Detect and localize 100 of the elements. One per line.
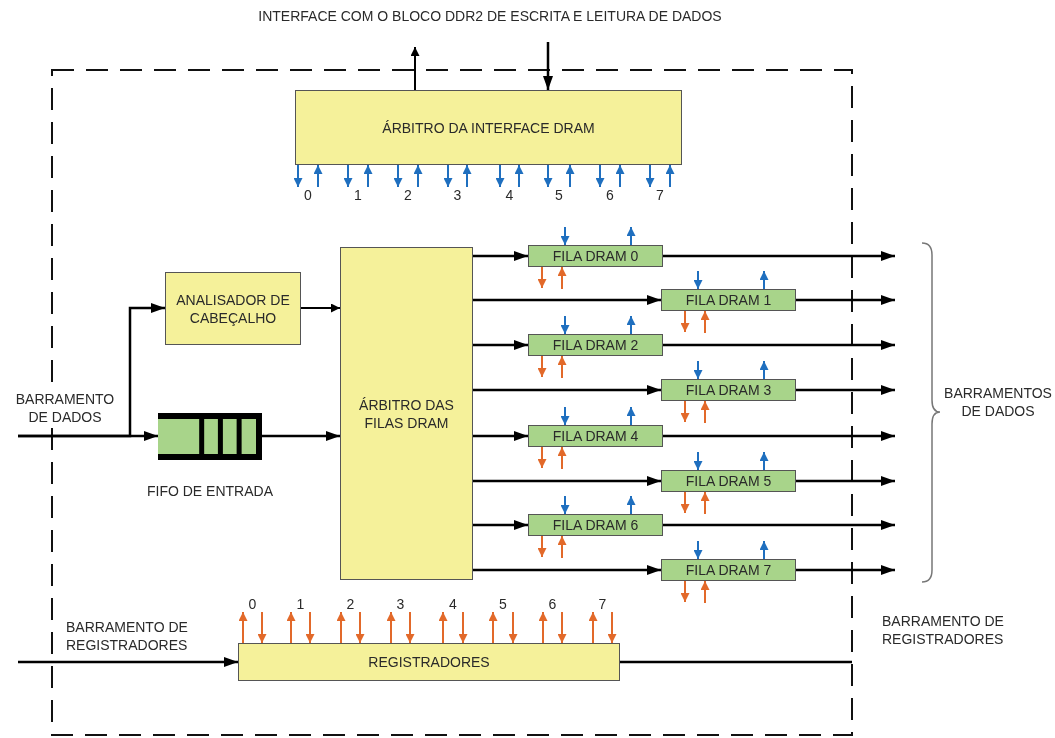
arrow <box>626 315 636 335</box>
arrow <box>796 565 895 575</box>
port-number: 2 <box>337 596 364 612</box>
arrow <box>680 400 690 423</box>
arrow <box>565 164 575 188</box>
arrow <box>663 431 895 441</box>
arrow <box>560 495 570 515</box>
arrow <box>473 251 528 261</box>
queue-box: FILA DRAM 5 <box>661 470 796 492</box>
arrow <box>386 611 396 644</box>
port-number: 7 <box>589 596 616 612</box>
arrow <box>663 251 895 261</box>
connector-line <box>620 660 852 664</box>
arrow <box>257 611 267 644</box>
arrow <box>626 406 636 426</box>
arrow <box>680 310 690 333</box>
arrow <box>458 611 468 644</box>
arrow <box>693 451 703 471</box>
port-number: 5 <box>489 596 517 612</box>
arrow <box>537 266 547 289</box>
arrow <box>343 164 353 188</box>
port-number: 3 <box>444 187 471 202</box>
queue-box: FILA DRAM 1 <box>661 289 796 311</box>
arrow <box>557 355 567 379</box>
port-number: 6 <box>539 596 566 612</box>
arrow <box>595 164 605 188</box>
queue-box: FILA DRAM 4 <box>528 425 663 447</box>
port-number: 0 <box>239 596 266 612</box>
arrow <box>473 520 528 530</box>
arrow <box>543 164 553 188</box>
arrow <box>759 540 769 560</box>
arrow <box>663 340 895 350</box>
arbiter-box: ÁRBITRO DAS FILAS DRAM <box>340 247 473 580</box>
queue-box: FILA DRAM 3 <box>661 379 796 401</box>
arrow <box>495 164 505 188</box>
queue-box: FILA DRAM 7 <box>661 559 796 581</box>
arrow <box>663 520 895 530</box>
queue-box: FILA DRAM 0 <box>528 245 663 267</box>
arrow <box>796 385 895 395</box>
arrow <box>693 360 703 380</box>
arrow <box>557 611 567 644</box>
process-box: ANALISADOR DE CABEÇALHO <box>165 272 301 345</box>
register-box: REGISTRADORES <box>238 643 620 681</box>
arrow <box>18 657 238 667</box>
arrow <box>796 476 895 486</box>
arrow <box>262 431 340 441</box>
arrow <box>473 431 528 441</box>
port-number: 3 <box>387 596 414 612</box>
arrow <box>462 164 472 188</box>
arrow <box>313 164 323 188</box>
arrow <box>557 266 567 290</box>
arrow <box>293 164 303 188</box>
arrow <box>560 406 570 426</box>
arrow <box>443 164 453 188</box>
port-number: 7 <box>646 187 674 202</box>
arrow <box>700 310 710 334</box>
arrow <box>537 535 547 558</box>
port-number: 4 <box>439 596 467 612</box>
fifo-queue-drawing <box>158 413 262 460</box>
arrow <box>693 540 703 560</box>
arrow <box>413 164 423 188</box>
arrow <box>363 164 373 188</box>
arrow <box>543 42 553 90</box>
arrow <box>508 611 518 644</box>
arrow <box>700 580 710 604</box>
arrow <box>607 611 617 644</box>
arrow <box>796 295 895 305</box>
arrow <box>438 611 448 644</box>
arrow <box>693 270 703 290</box>
arrow <box>473 340 528 350</box>
arrow <box>537 355 547 378</box>
arrow <box>336 611 346 644</box>
port-number: 6 <box>596 187 624 202</box>
arrow <box>759 270 769 290</box>
arrow <box>300 303 341 313</box>
arrow <box>355 611 365 644</box>
queue-box: FILA DRAM 6 <box>528 514 663 536</box>
arrow <box>473 385 661 395</box>
port-number: 1 <box>287 596 314 612</box>
port-number: 0 <box>294 187 322 202</box>
queue-box: FILA DRAM 2 <box>528 334 663 356</box>
arrow <box>538 611 548 644</box>
arrow <box>238 611 248 644</box>
arbiter-box: ÁRBITRO DA INTERFACE DRAM <box>295 90 682 165</box>
arrow <box>645 164 655 188</box>
arrow <box>393 164 403 188</box>
arrow <box>473 476 661 486</box>
arrow <box>560 315 570 335</box>
arrow <box>557 446 567 470</box>
arrow <box>410 46 420 91</box>
arrow <box>626 226 636 246</box>
arrow <box>615 164 625 188</box>
arrow <box>473 295 661 305</box>
arrow <box>286 611 296 644</box>
port-number: 4 <box>496 187 523 202</box>
port-number: 1 <box>344 187 372 202</box>
arrow <box>680 580 690 603</box>
arrow <box>700 400 710 424</box>
arrow <box>18 431 158 441</box>
arrow <box>626 495 636 515</box>
